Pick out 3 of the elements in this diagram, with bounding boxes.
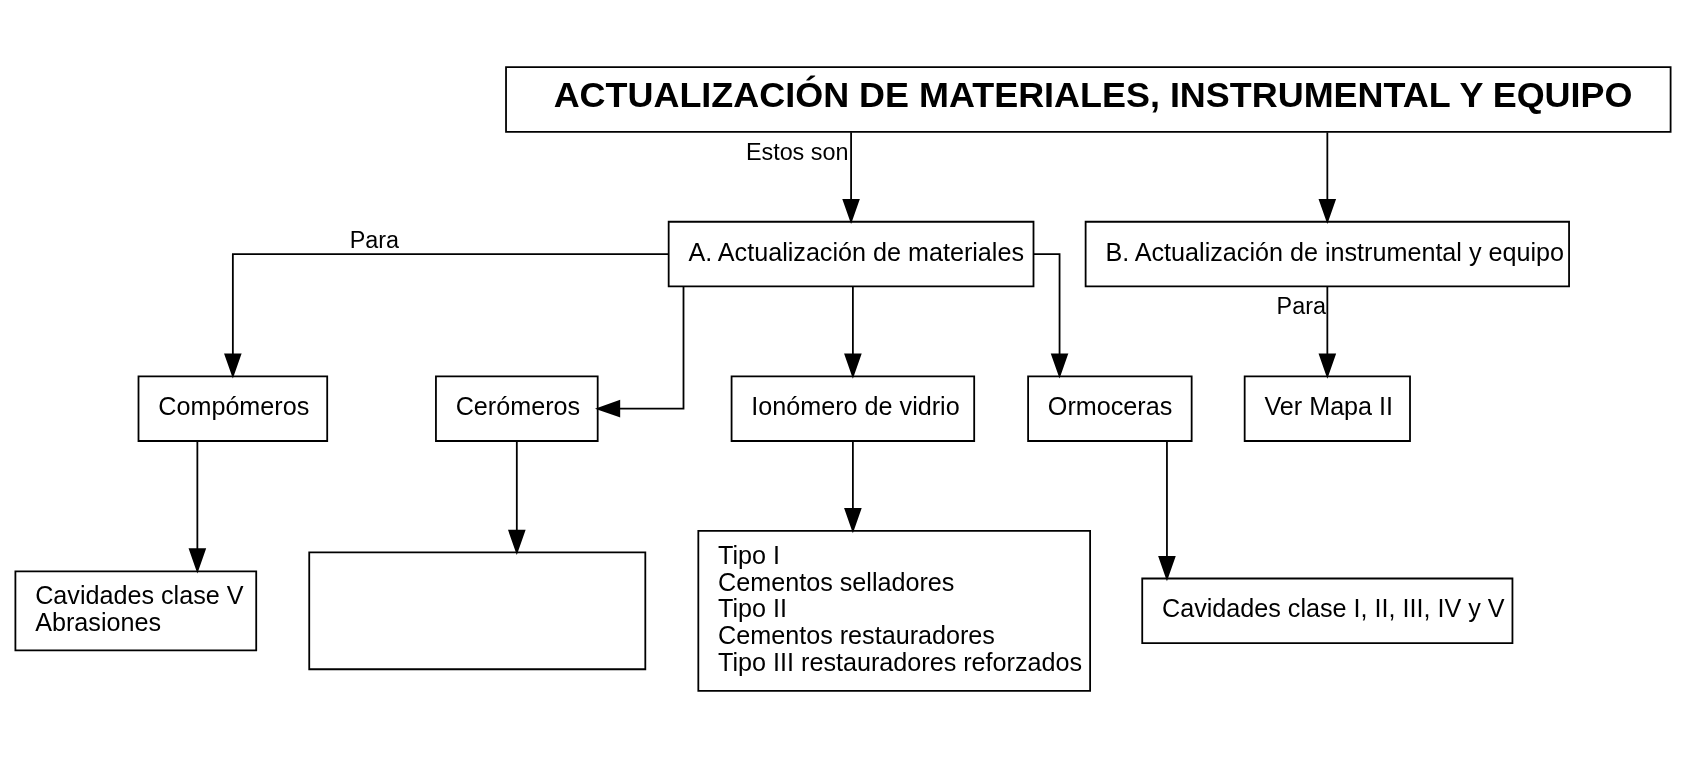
edge-label: Para	[349, 226, 399, 253]
edge-label: Para	[1276, 293, 1326, 320]
edge-label: Estos son	[745, 138, 849, 165]
